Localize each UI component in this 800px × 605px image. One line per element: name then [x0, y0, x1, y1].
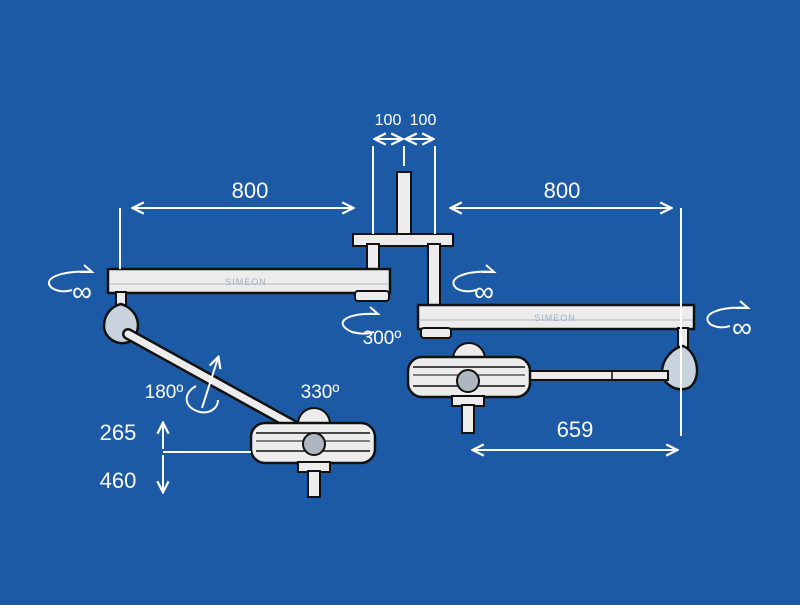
right-lamp-head	[406, 342, 532, 434]
rotation-left-head: 330º	[301, 382, 340, 403]
dim-offset-right: 100	[410, 112, 437, 129]
rotation-left-yoke: 180º	[145, 358, 218, 414]
left-lamp-head	[249, 407, 377, 498]
rotation-left-bracket-label: 300º	[363, 328, 402, 349]
right-spring-arm: SIMEON	[416, 303, 699, 391]
dim-left-arm-length: 800	[232, 178, 269, 203]
dim-height-top: 265	[100, 420, 137, 445]
left-arm-dimension: 800	[119, 178, 352, 269]
rotation-left-bracket: 300º	[341, 306, 402, 349]
logo-right: SIMEON	[534, 313, 576, 323]
rotation-center-joint: ∞	[452, 264, 497, 307]
rotation-left-yoke-label: 180º	[145, 382, 184, 403]
left-spring-arm: SIMEON	[102, 267, 392, 434]
rotation-right-arm-label: ∞	[732, 312, 752, 343]
dim-right-arm-length: 800	[544, 178, 581, 203]
ceiling-mount	[352, 171, 454, 307]
rotation-left-head-label: 330º	[301, 382, 340, 403]
height-dimension: 265 460	[100, 420, 251, 493]
right-arm-dimension: 800	[452, 178, 682, 436]
rotation-center-joint-label: ∞	[474, 276, 494, 307]
rotation-left-arm: ∞	[47, 264, 95, 307]
dim-offset-left: 100	[375, 112, 402, 129]
logo-left: SIMEON	[225, 277, 267, 287]
reach-dimension: 659	[474, 417, 676, 450]
offset-dimensions: 100 100	[372, 112, 437, 234]
rotation-left-arm-label: ∞	[72, 276, 92, 307]
dim-right-reach: 659	[557, 417, 594, 442]
dim-height-bottom: 460	[100, 468, 137, 493]
rotation-right-arm: ∞	[706, 300, 752, 343]
